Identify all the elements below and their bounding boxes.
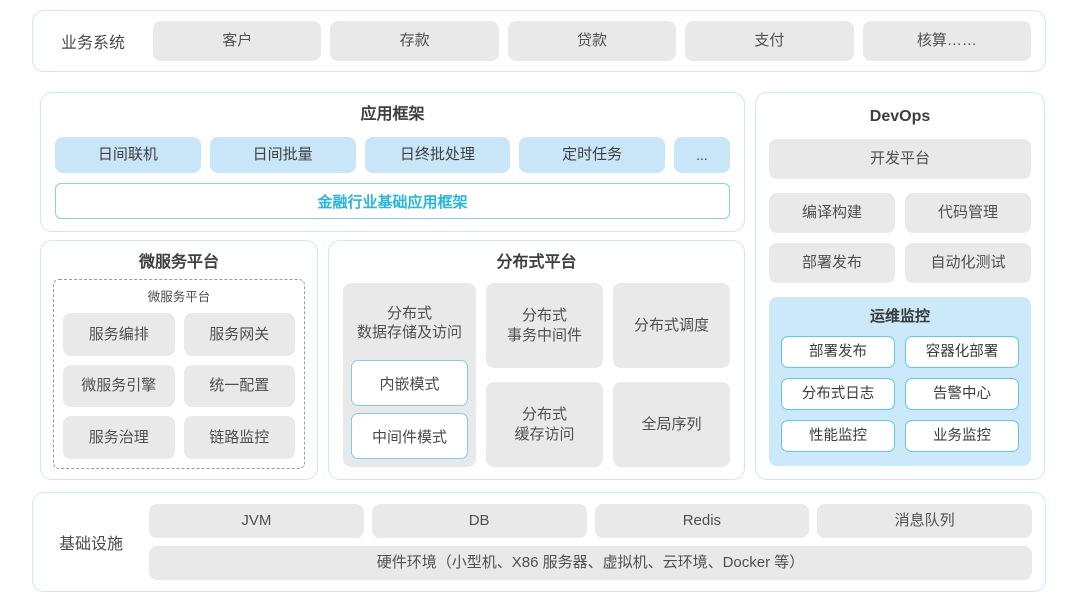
distributed-cell-transaction-middleware: 分布式 事务中间件 — [486, 283, 603, 368]
app-framework-item-eod-batch: 日终批处理 — [364, 137, 511, 173]
devops-panel: DevOps 开发平台 编译构建 代码管理 部署发布 自动化测试 运维监控 部署… — [755, 92, 1045, 480]
monitoring-item-deploy: 部署发布 — [781, 336, 895, 368]
base-framework-bar: 金融行业基础应用框架 — [55, 183, 730, 219]
microservice-item-unified-config: 统一配置 — [183, 364, 295, 408]
devops-tool-auto-test: 自动化测试 — [905, 243, 1031, 283]
app-framework-item-daytime-batch: 日间批量 — [209, 137, 356, 173]
ops-monitoring-title: 运维监控 — [869, 308, 930, 325]
microservice-item-governance: 服务治理 — [63, 416, 175, 459]
app-framework-item-scheduled-task: 定时任务 — [519, 137, 665, 173]
infrastructure-item-jvm: JVM — [149, 504, 364, 538]
business-item-deposit: 存款 — [330, 21, 499, 61]
dev-platform-box: 开发平台 — [769, 139, 1031, 179]
microservice-item-gateway: 服务网关 — [183, 313, 295, 356]
business-item-customer: 客户 — [153, 21, 322, 61]
ops-monitoring-panel: 运维监控 部署发布 容器化部署 分布式日志 告警中心 性能监控 业务监控 — [769, 297, 1031, 466]
distributed-title: 分布式平台 — [496, 254, 577, 271]
business-systems-label: 业务系统 — [60, 35, 125, 52]
microservice-inner-title: 微服务平台 — [147, 290, 211, 304]
app-framework-item-more: ... — [674, 137, 730, 173]
devops-tool-deploy: 部署发布 — [769, 243, 895, 283]
microservice-item-orchestration: 服务编排 — [63, 313, 175, 356]
distributed-panel: 分布式平台 分布式 数据存储及访问 内嵌模式 中间件模式 分布式 事务中间件 分… — [328, 240, 745, 480]
infrastructure-stack: JVM DB Redis 消息队列 硬件环境（小型机、X86 服务器、虚拟机、云… — [149, 504, 1032, 580]
business-item-loan: 贷款 — [507, 21, 677, 61]
microservice-panel: 微服务平台 微服务平台 服务编排 服务网关 微服务引擎 统一配置 服务治理 链路… — [40, 240, 318, 480]
microservice-grid: 服务编排 服务网关 微服务引擎 统一配置 服务治理 链路监控 — [63, 313, 295, 459]
infrastructure-layer: 基础设施 JVM DB Redis 消息队列 硬件环境（小型机、X86 服务器、… — [32, 492, 1046, 592]
app-framework-panel: 应用框架 日间联机 日间批量 日终批处理 定时任务 ... 金融行业基础应用框架 — [40, 92, 745, 232]
monitoring-item-performance: 性能监控 — [781, 420, 895, 452]
distributed-cell-global-sequence: 全局序列 — [613, 382, 730, 467]
ops-monitoring-grid: 部署发布 容器化部署 分布式日志 告警中心 性能监控 业务监控 — [781, 336, 1019, 452]
microservice-inner-box: 微服务平台 服务编排 服务网关 微服务引擎 统一配置 服务治理 链路监控 — [53, 279, 305, 469]
distributed-content: 分布式 数据存储及访问 内嵌模式 中间件模式 分布式 事务中间件 分布式 缓存访… — [343, 283, 730, 467]
business-items-row: 客户 存款 贷款 支付 核算…… — [153, 21, 1032, 61]
monitoring-item-business: 业务监控 — [905, 420, 1019, 452]
distributed-col-middle: 分布式 事务中间件 分布式 缓存访问 — [486, 283, 603, 467]
app-framework-item-daytime-online: 日间联机 — [55, 137, 201, 173]
storage-mode-embedded: 内嵌模式 — [351, 360, 468, 406]
infrastructure-item-redis: Redis — [594, 504, 810, 538]
microservice-item-engine: 微服务引擎 — [63, 364, 175, 408]
distributed-cell-cache-access: 分布式 缓存访问 — [486, 382, 603, 467]
devops-tools-grid: 编译构建 代码管理 部署发布 自动化测试 — [769, 193, 1031, 283]
distributed-storage-box: 分布式 数据存储及访问 内嵌模式 中间件模式 — [343, 283, 476, 467]
infrastructure-item-db: DB — [371, 504, 587, 538]
monitoring-item-distributed-log: 分布式日志 — [781, 378, 895, 410]
hardware-environment-bar: 硬件环境（小型机、X86 服务器、虚拟机、云环境、Docker 等） — [149, 546, 1032, 580]
infrastructure-item-mq: 消息队列 — [817, 504, 1032, 538]
distributed-cell-scheduling: 分布式调度 — [613, 283, 730, 368]
app-framework-items-row: 日间联机 日间批量 日终批处理 定时任务 ... — [55, 137, 730, 173]
microservice-item-trace-monitor: 链路监控 — [183, 416, 295, 459]
devops-tool-build: 编译构建 — [769, 193, 895, 233]
distributed-storage-label: 分布式 数据存储及访问 — [356, 304, 462, 342]
business-item-payment: 支付 — [685, 21, 854, 61]
storage-mode-middleware: 中间件模式 — [351, 413, 468, 459]
devops-tool-code-mgmt: 代码管理 — [905, 193, 1031, 233]
monitoring-item-container-deploy: 容器化部署 — [905, 336, 1019, 368]
infrastructure-items-row: JVM DB Redis 消息队列 — [149, 504, 1032, 538]
distributed-col-right: 分布式调度 全局序列 — [613, 283, 730, 467]
microservice-title: 微服务平台 — [138, 254, 219, 271]
infrastructure-label: 基础设施 — [58, 536, 123, 553]
monitoring-item-alert-center: 告警中心 — [905, 378, 1019, 410]
business-systems-layer: 业务系统 客户 存款 贷款 支付 核算…… — [32, 10, 1046, 72]
devops-title: DevOps — [869, 108, 931, 125]
app-framework-title: 应用框架 — [360, 106, 425, 123]
business-item-accounting: 核算…… — [862, 21, 1032, 61]
